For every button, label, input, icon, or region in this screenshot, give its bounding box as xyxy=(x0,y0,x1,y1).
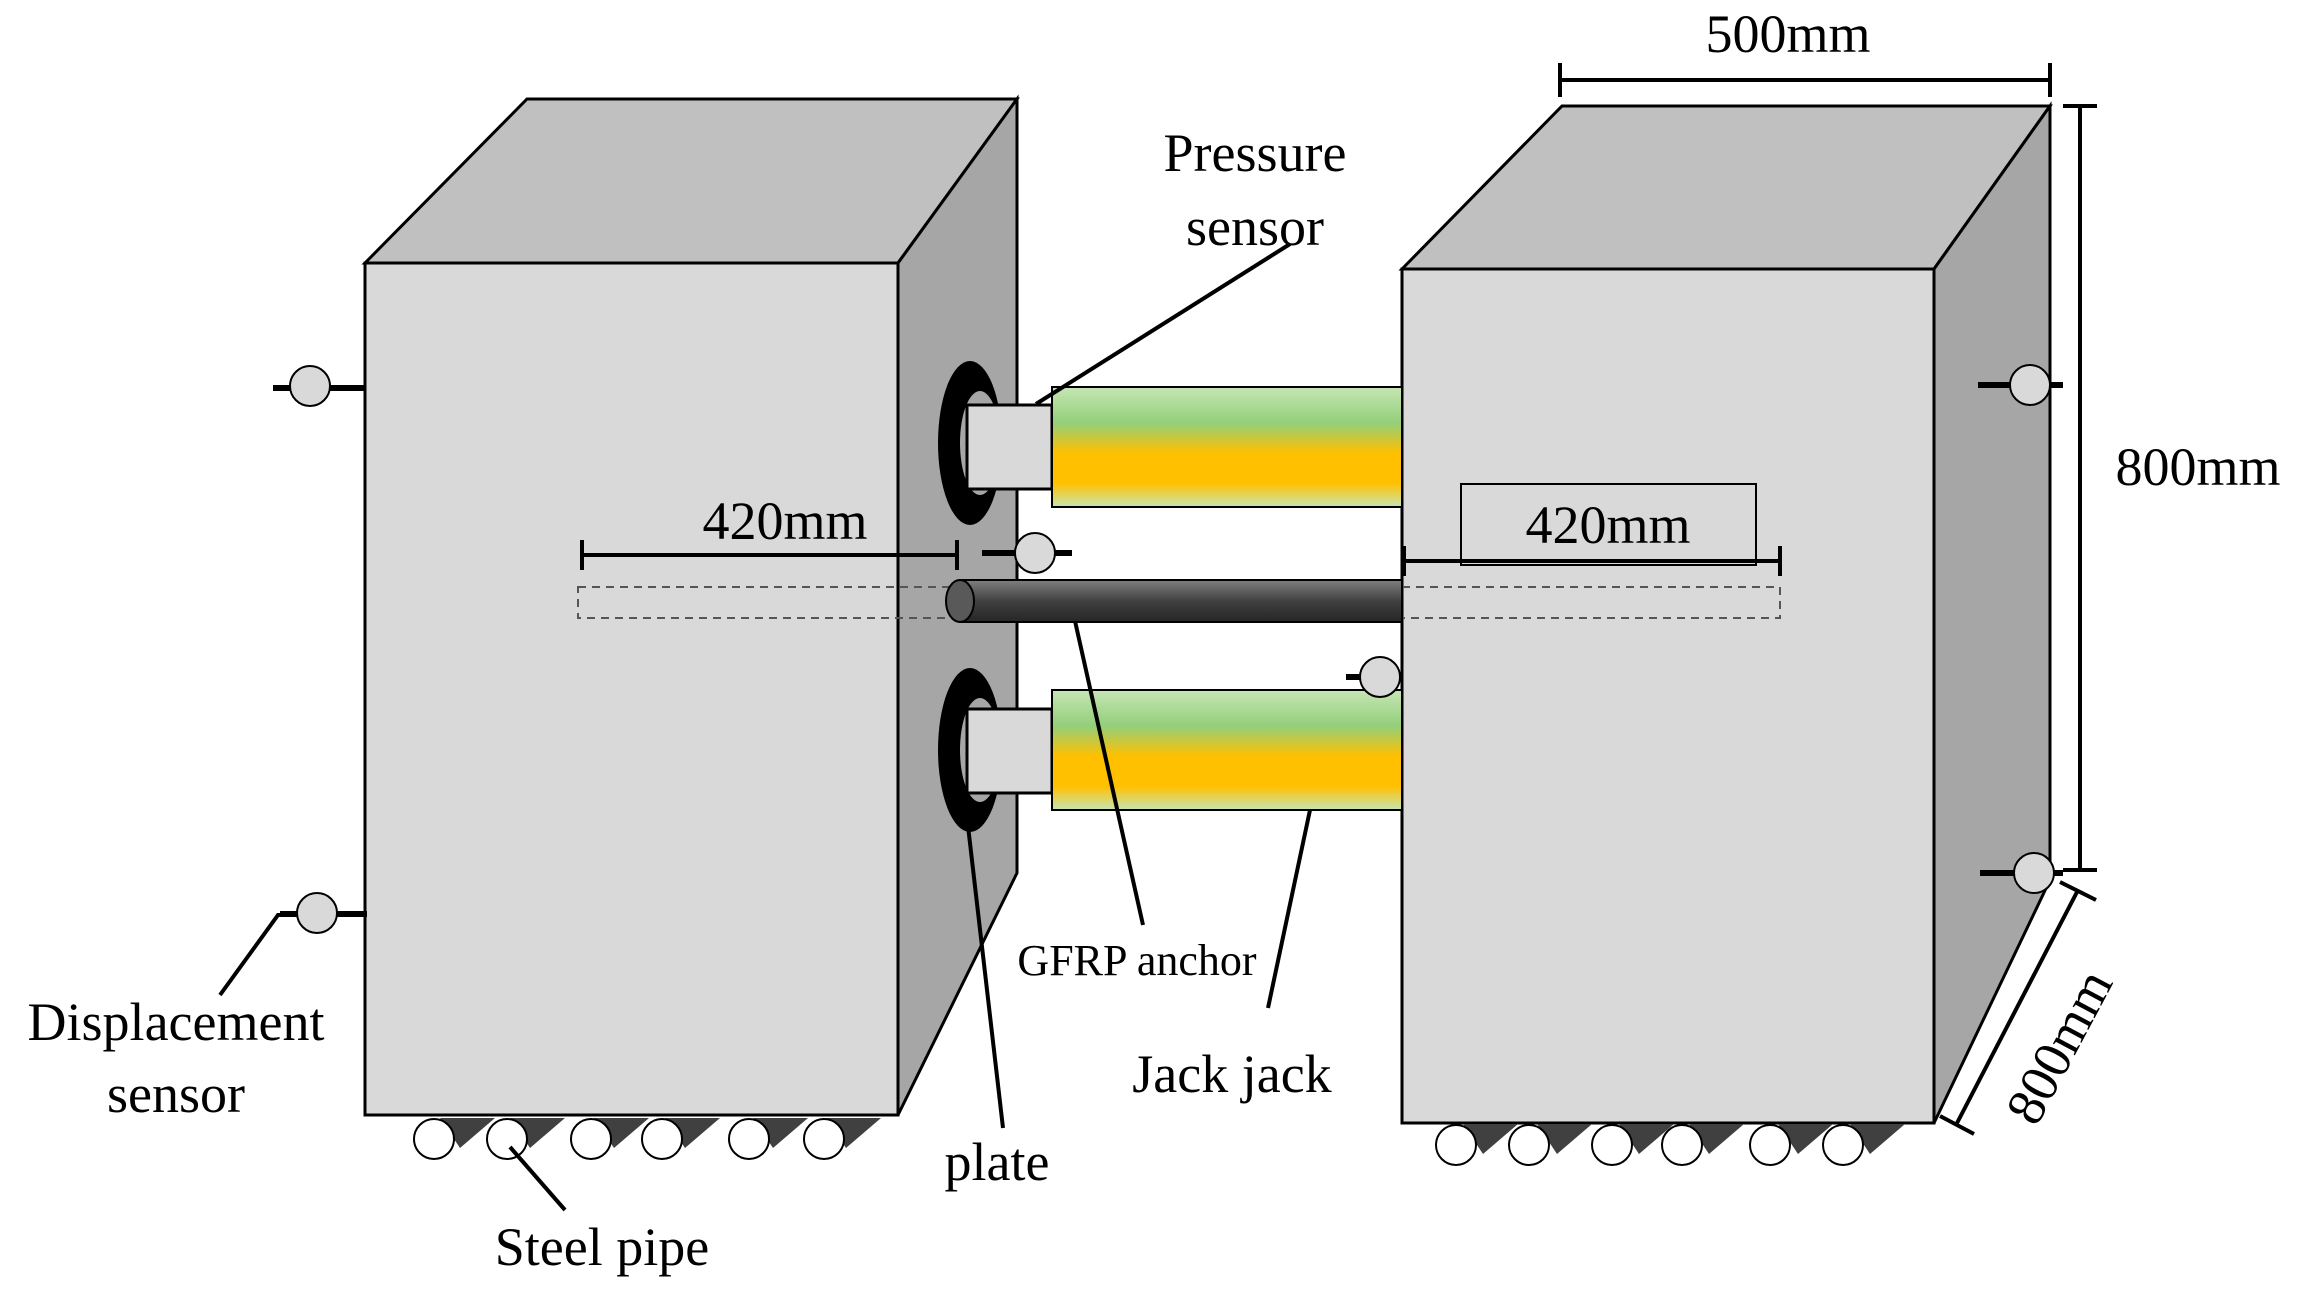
right-block-front-face xyxy=(1400,267,1936,1125)
dimension-left-anchor xyxy=(580,540,959,570)
steel-pipe-label: Steel pipe xyxy=(495,1217,709,1277)
dimension-right-anchor xyxy=(1402,546,1782,576)
displacement-sensor-right-bottom xyxy=(1980,852,2063,894)
dimension-width-top xyxy=(1558,63,2052,97)
displacement-sensor-right-middle xyxy=(1346,656,1402,698)
dimension-height-right xyxy=(2063,104,2097,872)
dimension-right-anchor-label: 420mm xyxy=(1525,495,1690,555)
dimension-height-right-label: 800mm xyxy=(2115,437,2280,497)
lower-pressure-sensor xyxy=(965,707,1054,795)
leader-gfrp-anchor xyxy=(1073,620,1145,926)
left-block-front-face xyxy=(363,261,900,1117)
pressure-sensor-label-line2: sensor xyxy=(1186,197,1324,257)
dimension-depth-right xyxy=(1939,880,2097,1136)
leader-steel-pipe xyxy=(508,1145,567,1212)
left-anchor-hole xyxy=(577,586,964,619)
steel-pipes-left xyxy=(413,1118,881,1160)
leader-pressure-sensor xyxy=(1034,242,1292,406)
lower-jack-assembly xyxy=(938,668,1403,832)
displacement-sensor-label-line1: Displacement xyxy=(28,992,325,1052)
displacement-sensor-left-top xyxy=(273,365,365,407)
dimension-width-top-label: 500mm xyxy=(1705,4,1870,64)
leader-lines xyxy=(218,242,1312,1212)
steel-pipes-right xyxy=(1435,1124,1905,1166)
leader-displacement-sensor xyxy=(218,913,297,997)
right-anchor-label-box xyxy=(1460,483,1757,566)
upper-jack xyxy=(1051,386,1403,508)
right-block-side-face xyxy=(1932,101,2052,1124)
leader-jack xyxy=(1266,809,1312,1009)
jack-label: Jack jack xyxy=(1132,1044,1331,1104)
pressure-sensor-label-line1: Pressure xyxy=(1164,123,1347,183)
displacement-sensor-right-top xyxy=(1978,364,2063,406)
displacement-sensor-middle xyxy=(982,532,1072,574)
displacement-sensor-label-line2: sensor xyxy=(107,1064,245,1124)
dimension-depth-right-label: 800mm xyxy=(1994,960,2124,1134)
upper-jack-assembly xyxy=(938,361,1403,525)
dimension-left-anchor-label: 420mm xyxy=(702,491,867,551)
upper-pressure-sensor xyxy=(965,403,1054,491)
gfrp-anchor-label: GFRP anchor xyxy=(1017,936,1256,985)
plate-label: plate xyxy=(945,1132,1050,1192)
leader-plate xyxy=(963,799,1005,1129)
gfrp-anchor-rod xyxy=(945,579,1403,623)
right-concrete-block xyxy=(1398,101,2053,1125)
lower-jack xyxy=(1051,689,1403,811)
left-concrete-block xyxy=(361,94,1020,1117)
